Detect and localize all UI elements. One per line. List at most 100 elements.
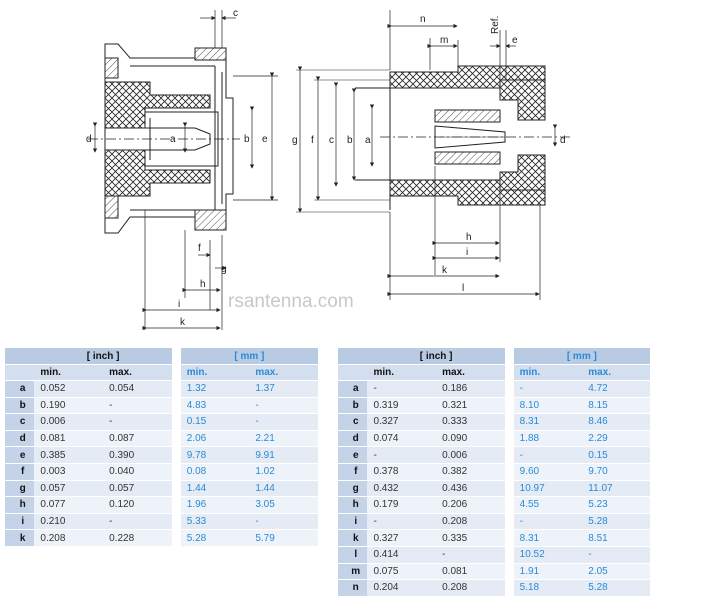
dim-label-c: c	[233, 8, 238, 19]
mm-max-cell: 5.79	[249, 529, 318, 547]
table-row: i-0.208-5.28	[338, 513, 650, 531]
dim-label-f: f	[311, 135, 314, 146]
col-min-mm: min.	[180, 364, 250, 381]
mm-min-cell: 10.52	[513, 546, 583, 564]
inch-max-cell: -	[103, 413, 172, 431]
gap	[171, 496, 181, 514]
dimension-key: d	[338, 430, 368, 448]
mm-max-cell: 3.05	[249, 496, 318, 514]
right-connector-drawing	[296, 10, 570, 300]
inch-max-cell: 0.228	[103, 529, 172, 547]
dimension-key: k	[5, 529, 35, 547]
mm-min-cell: 1.96	[180, 496, 250, 514]
inch-max-cell: 0.040	[103, 463, 172, 481]
mm-max-cell: -	[582, 546, 650, 564]
gap	[504, 513, 514, 531]
mm-min-cell: 10.97	[513, 480, 583, 498]
mm-max-cell: 2.29	[582, 430, 650, 448]
mm-max-cell: 1.37	[249, 380, 318, 398]
inch-max-cell: 0.321	[436, 397, 505, 415]
dim-label-f: f	[198, 243, 201, 254]
mm-max-cell: 8.51	[582, 529, 650, 547]
gap	[171, 430, 181, 448]
inch-min-cell: -	[367, 380, 437, 398]
inch-min-cell: -	[367, 446, 437, 464]
dim-label-i: i	[178, 299, 180, 310]
dimension-key: n	[338, 579, 368, 597]
dim-label-c: c	[329, 135, 334, 146]
dimension-key: a	[5, 380, 35, 398]
mm-max-cell: 8.46	[582, 413, 650, 431]
dim-label-e: e	[512, 35, 518, 46]
inch-min-cell: 0.006	[34, 413, 104, 431]
inch-min-cell: 0.204	[367, 579, 437, 597]
right-drawing-labels: n m Ref. e g f c b a d h i k l	[292, 14, 566, 294]
mm-max-cell: 9.91	[249, 446, 318, 464]
inch-max-cell: 0.436	[436, 480, 505, 498]
dim-label-a: a	[170, 134, 176, 145]
inch-max-cell: 0.090	[436, 430, 505, 448]
gap	[171, 380, 181, 398]
dim-label-g: g	[221, 264, 227, 275]
mm-max-cell: 4.72	[582, 380, 650, 398]
mm-min-cell: 8.10	[513, 397, 583, 415]
inch-min-cell: 0.414	[367, 546, 437, 564]
inch-max-cell: 0.081	[436, 563, 505, 581]
inch-min-cell: 0.210	[34, 513, 104, 531]
dimension-key: g	[338, 480, 368, 498]
mm-min-cell: 5.33	[180, 513, 250, 531]
mm-max-cell: 5.23	[582, 496, 650, 514]
dimension-key: d	[5, 430, 35, 448]
mm-min-cell: 9.78	[180, 446, 250, 464]
dimension-key: e	[5, 446, 35, 464]
inch-max-cell: -	[436, 546, 505, 564]
mm-min-cell: -	[513, 513, 583, 531]
gap	[504, 579, 514, 597]
mm-min-cell: -	[513, 380, 583, 398]
inch-min-cell: 0.327	[367, 413, 437, 431]
inch-min-cell: 0.075	[367, 563, 437, 581]
inch-min-cell: 0.327	[367, 529, 437, 547]
gap	[504, 463, 514, 481]
inch-min-cell: 0.057	[34, 480, 104, 498]
mm-max-cell: 1.44	[249, 480, 318, 498]
inch-min-cell: 0.385	[34, 446, 104, 464]
gap	[504, 546, 514, 564]
inch-min-cell: 0.052	[34, 380, 104, 398]
dimension-key: k	[338, 529, 368, 547]
mm-max-cell: 11.07	[582, 480, 650, 498]
inch-max-cell: 0.208	[436, 579, 505, 597]
mm-max-cell: 9.70	[582, 463, 650, 481]
dim-label-h: h	[200, 279, 206, 290]
mm-max-cell: 0.15	[582, 446, 650, 464]
gap	[171, 513, 181, 531]
dim-label-h: h	[466, 232, 472, 243]
gap	[504, 397, 514, 415]
inch-min-cell: 0.179	[367, 496, 437, 514]
mm-max-cell: -	[249, 397, 318, 415]
inch-min-cell: 0.319	[367, 397, 437, 415]
gap	[171, 413, 181, 431]
mm-min-cell: 5.18	[513, 579, 583, 597]
inch-min-cell: 0.003	[34, 463, 104, 481]
inch-min-cell: -	[367, 513, 437, 531]
mm-min-cell: -	[513, 446, 583, 464]
mm-min-cell: 2.06	[180, 430, 250, 448]
inch-min-cell: 0.190	[34, 397, 104, 415]
dim-label-n: n	[420, 14, 426, 25]
dim-label-m: m	[440, 35, 448, 46]
mm-header: [ mm ]	[180, 348, 318, 365]
left-connector-drawing	[88, 10, 278, 331]
dimension-key: a	[338, 380, 368, 398]
dimension-key: h	[5, 496, 35, 514]
